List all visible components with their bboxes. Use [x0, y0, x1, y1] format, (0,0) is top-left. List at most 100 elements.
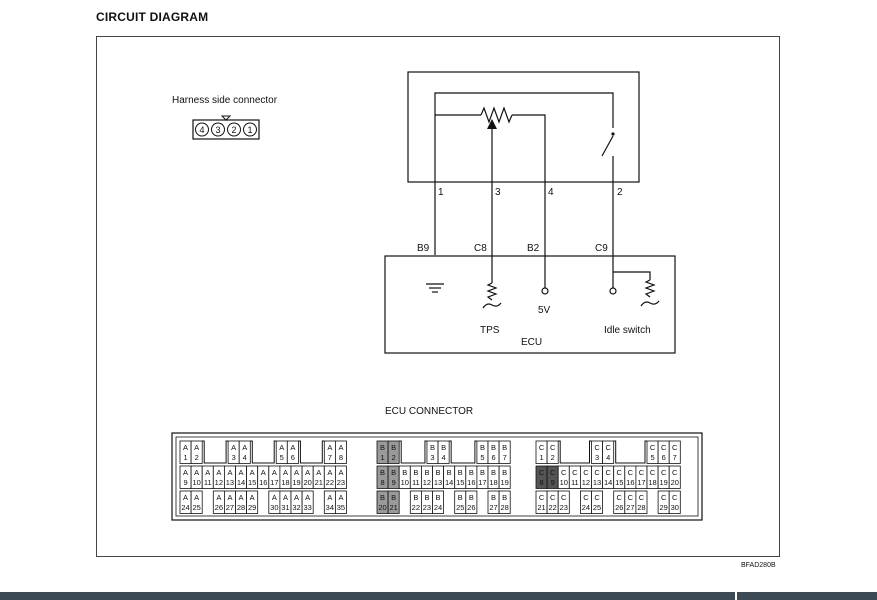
svg-text:B: B [441, 443, 446, 452]
svg-text:A: A [294, 468, 299, 477]
ecu-pin-A4: A4 [238, 440, 251, 464]
svg-text:A: A [183, 493, 188, 502]
idle-switch-label: Idle switch [604, 325, 651, 336]
svg-text:1: 1 [183, 453, 187, 462]
svg-text:10: 10 [560, 478, 568, 487]
ecu-pin-B23: B23 [420, 490, 433, 514]
svg-text:19: 19 [659, 478, 667, 487]
ecu-box [384, 255, 676, 354]
svg-text:A: A [216, 493, 221, 502]
ecu-pin-A19: A19 [290, 465, 303, 489]
harness-pin [211, 122, 225, 137]
svg-text:10: 10 [401, 478, 409, 487]
svg-text:B: B [447, 468, 452, 477]
svg-text:C: C [650, 443, 656, 452]
svg-text:A: A [327, 468, 332, 477]
ecu-pin-C18: C18 [646, 465, 659, 489]
svg-text:24: 24 [582, 503, 590, 512]
svg-text:B: B [491, 468, 496, 477]
ecu-pin-A1: A1 [179, 440, 192, 464]
svg-text:35: 35 [337, 503, 345, 512]
svg-text:B: B [424, 468, 429, 477]
svg-text:C: C [561, 468, 567, 477]
ecu-pin-B10: B10 [398, 465, 411, 489]
svg-text:C: C [672, 468, 678, 477]
ecu-pin-C25: C25 [591, 490, 604, 514]
wire-idle-branch [613, 271, 651, 280]
svg-text:B: B [413, 493, 418, 502]
svg-text:A: A [261, 468, 266, 477]
ecu-pin-B7: B7 [498, 440, 511, 464]
svg-text:27: 27 [226, 503, 234, 512]
svg-text:26: 26 [615, 503, 623, 512]
ecu-pin-C10: C10 [557, 465, 570, 489]
bottom-bar [0, 592, 877, 600]
ecu-pin-C2: C2 [546, 440, 559, 464]
idle-input-icon [640, 300, 660, 307]
ecu-pin-C11: C11 [568, 465, 581, 489]
ecu-pin-A28: A28 [235, 490, 248, 514]
svg-text:15: 15 [456, 478, 464, 487]
ecu-pin-A10: A10 [190, 465, 203, 489]
svg-text:C: C [572, 468, 578, 477]
sensor-pin-2: 2 [617, 187, 623, 198]
svg-text:A: A [205, 468, 210, 477]
svg-text:A: A [227, 468, 232, 477]
svg-text:28: 28 [637, 503, 645, 512]
ecu-pin-B4: B4 [437, 440, 450, 464]
harness-pin [195, 122, 209, 137]
svg-text:B: B [458, 493, 463, 502]
svg-text:A: A [227, 493, 232, 502]
ecu-terminal-c8: C8 [474, 243, 487, 254]
svg-text:7: 7 [328, 453, 332, 462]
svg-text:A: A [279, 443, 284, 452]
ecu-pin-B28: B28 [498, 490, 511, 514]
sensor-pin-4: 4 [548, 187, 554, 198]
ecu-pin-B3: B3 [426, 440, 439, 464]
ecu-pin-B11: B11 [409, 465, 422, 489]
ecu-pin-A3: A3 [227, 440, 240, 464]
figure-code: BFAD280B [741, 562, 776, 569]
harness-pin-label: 3 [215, 125, 220, 135]
idle-coil-icon [644, 279, 656, 298]
svg-text:15: 15 [615, 478, 623, 487]
5v-label: 5V [538, 305, 551, 316]
svg-text:B: B [413, 468, 418, 477]
svg-text:27: 27 [626, 503, 634, 512]
ecu-pin-A24: A24 [179, 490, 192, 514]
svg-text:A: A [272, 493, 277, 502]
ecu-pin-B6: B6 [487, 440, 500, 464]
svg-text:C: C [650, 468, 656, 477]
svg-text:A: A [183, 443, 188, 452]
svg-text:C: C [661, 493, 667, 502]
svg-text:4: 4 [606, 453, 610, 462]
tps-label: TPS [480, 325, 500, 336]
ecu-pin-B5: B5 [476, 440, 489, 464]
ecu-pin-B25: B25 [454, 490, 467, 514]
ecu-pin-A35: A35 [334, 490, 347, 514]
svg-text:14: 14 [604, 478, 612, 487]
svg-text:9: 9 [551, 478, 555, 487]
svg-text:20: 20 [303, 478, 311, 487]
svg-text:A: A [239, 468, 244, 477]
svg-text:2: 2 [551, 453, 555, 462]
ecu-pin-B26: B26 [465, 490, 478, 514]
svg-text:C: C [617, 493, 623, 502]
svg-text:11: 11 [412, 478, 420, 487]
svg-text:C: C [605, 468, 611, 477]
switch-icon [601, 135, 614, 157]
svg-text:B: B [430, 443, 435, 452]
svg-text:B: B [502, 443, 507, 452]
svg-text:4: 4 [442, 453, 446, 462]
svg-text:22: 22 [326, 478, 334, 487]
svg-text:B: B [480, 468, 485, 477]
sensor-pin-3: 3 [495, 187, 501, 198]
svg-text:5: 5 [280, 453, 284, 462]
diagram-frame [96, 36, 780, 557]
ecu-pin-C22: C22 [546, 490, 559, 514]
ecu-pin-C3: C3 [591, 440, 604, 464]
ecu-pin-C19: C19 [657, 465, 670, 489]
svg-text:5: 5 [480, 453, 484, 462]
svg-text:29: 29 [659, 503, 667, 512]
